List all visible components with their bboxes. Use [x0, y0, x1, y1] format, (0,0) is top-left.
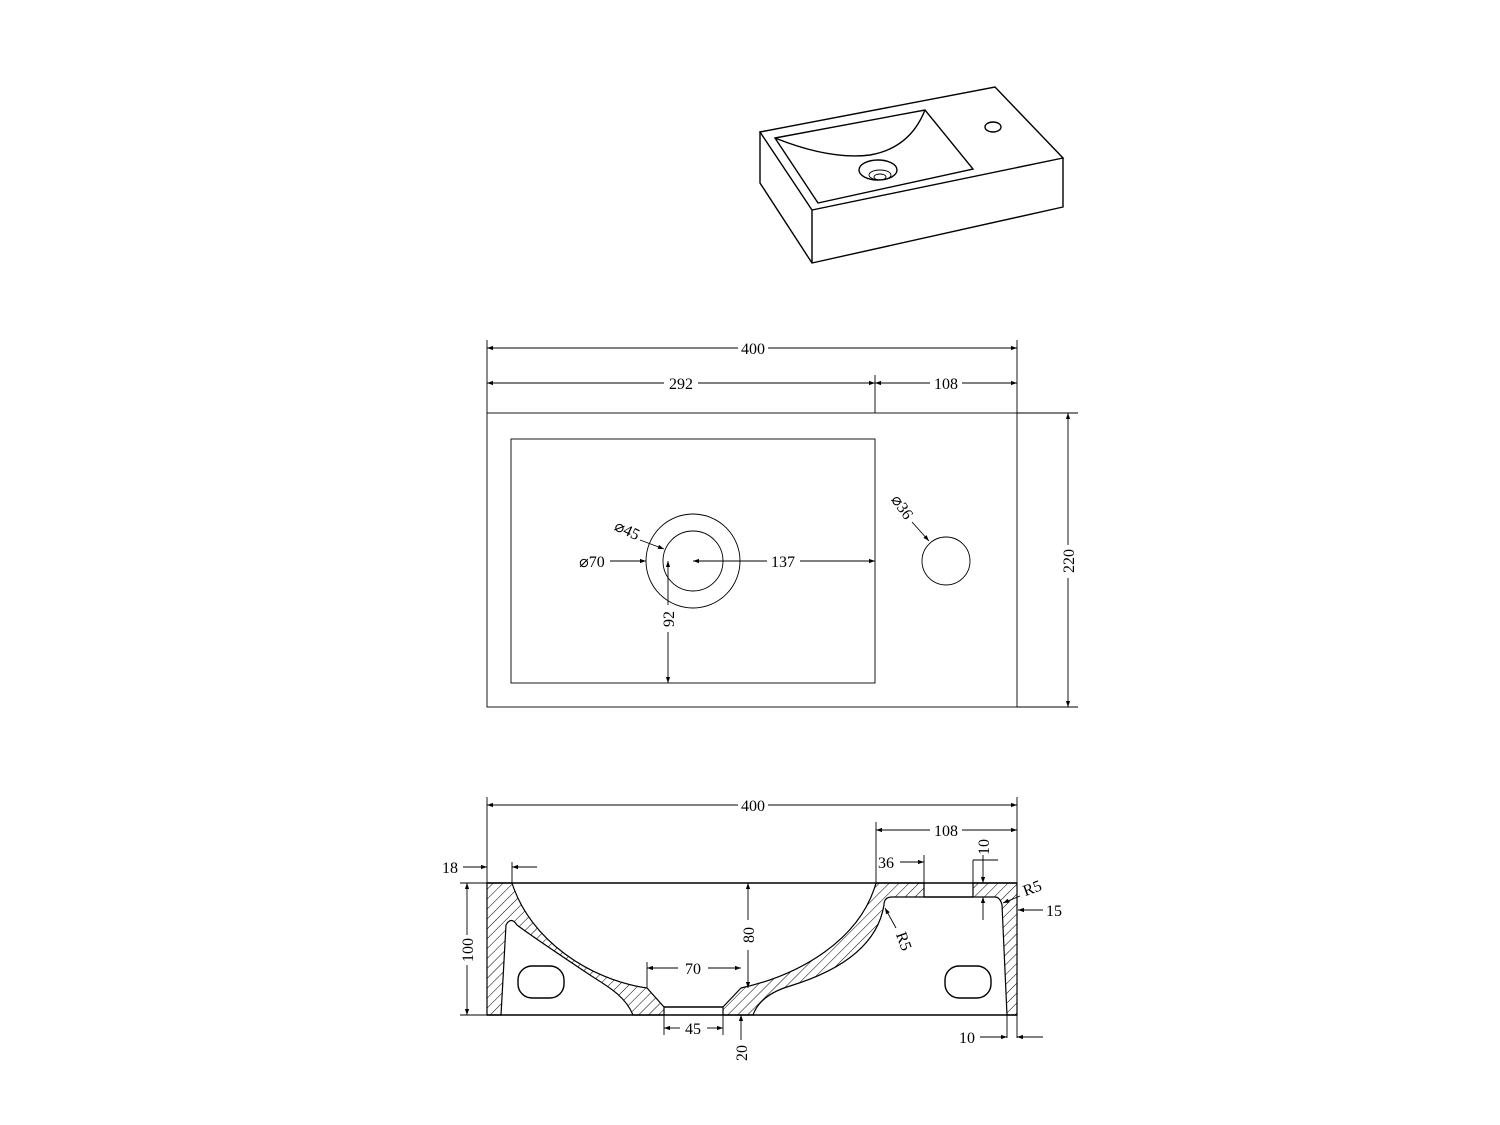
dim-basin-depth: 80	[741, 927, 758, 943]
tap-hole	[984, 121, 1002, 133]
dim-notch-radius: R5	[892, 930, 914, 953]
dim-section-deck: 108	[934, 823, 958, 840]
dim-overall-width: 400	[741, 341, 765, 358]
dim-section-width: 400	[741, 798, 765, 815]
dim-wall-thickness: 10	[959, 1030, 975, 1047]
dim-bottom-thickness: 20	[734, 1045, 751, 1061]
right-wall-section	[972, 882, 1018, 1016]
left-wall-section	[486, 882, 665, 1016]
dim-tap-hole-dia: ⌀36	[887, 492, 916, 523]
dim-drain-to-edge: 137	[771, 554, 795, 571]
top-view: 400 292 108 220 137 ⌀70 ⌀45 92 ⌀36	[486, 340, 1078, 708]
dim-drain-width: 45	[685, 1021, 701, 1038]
isometric-view	[758, 86, 1065, 264]
dim-tap-hole-width: 36	[878, 855, 894, 872]
dim-depth: 220	[1061, 549, 1078, 573]
dim-height: 100	[460, 938, 477, 962]
mounting-slot	[944, 965, 992, 999]
dim-drain-recess: 70	[685, 961, 701, 978]
dim-drain-to-front: 92	[661, 611, 678, 627]
tap-hole	[921, 536, 971, 586]
dim-drain-outer-dia: ⌀70	[579, 554, 605, 571]
mounting-slot	[517, 965, 565, 999]
right-basin-section	[722, 882, 925, 1016]
dim-deck-thickness: 10	[976, 839, 993, 855]
dim-deck-width: 108	[934, 376, 958, 393]
section-view: 400 108 36 10 R5 15 18 100 80 70	[442, 797, 1062, 1061]
dim-drain-inner-dia: ⌀45	[612, 518, 642, 544]
dim-side-offset: 15	[1046, 903, 1062, 920]
dim-left-offset: 18	[442, 860, 458, 877]
dim-basin-width: 292	[669, 376, 693, 393]
dim-corner-radius: R5	[1021, 878, 1044, 900]
